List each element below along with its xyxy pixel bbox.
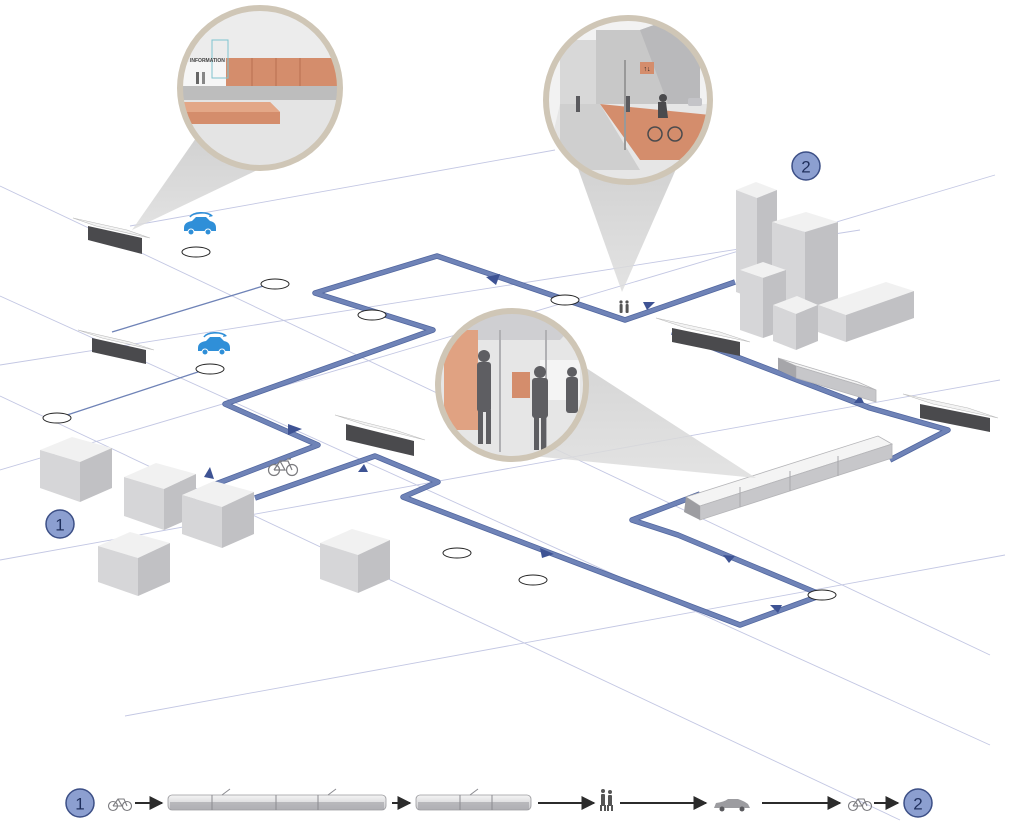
tram-stop-shelter xyxy=(77,329,155,364)
cyclist-figure xyxy=(658,94,668,118)
grid-line xyxy=(0,379,1001,561)
car-share-icon xyxy=(184,212,216,236)
origin-badge: 1 xyxy=(45,509,75,539)
stop-marker xyxy=(357,309,387,321)
stop-marker xyxy=(195,363,225,375)
connector-line xyxy=(57,367,211,419)
journey-sequence-legend: 1 xyxy=(65,788,933,818)
route-arrow xyxy=(770,605,782,613)
legend-start-label: 1 xyxy=(75,795,84,814)
tram-short xyxy=(777,357,877,403)
stop-marker xyxy=(807,589,837,601)
callout-street-bike-lane: ↑↓ xyxy=(543,15,713,292)
stop-marker xyxy=(42,412,72,424)
route-arrow xyxy=(288,424,302,435)
tram-long xyxy=(684,435,893,521)
legend-end-label: 2 xyxy=(913,795,922,814)
building-block xyxy=(98,532,170,596)
svg-text:↑↓: ↑↓ xyxy=(644,66,651,73)
car-icon xyxy=(714,799,750,812)
car-share-icon xyxy=(198,332,230,356)
route-lower-loop-highlight xyxy=(254,454,824,627)
route-arrow xyxy=(643,302,655,310)
long-tram-icon xyxy=(167,788,387,811)
destination-buildings xyxy=(736,182,914,350)
stop-markers xyxy=(42,246,837,601)
building-block xyxy=(320,529,390,593)
grid-line xyxy=(0,295,991,746)
route-arrow xyxy=(854,395,864,403)
route-arrow xyxy=(204,467,214,479)
route-east-branch xyxy=(671,329,951,463)
route-arrow xyxy=(358,464,368,472)
stop-marker xyxy=(442,547,472,559)
short-tram-icon xyxy=(415,788,532,811)
legend-start-badge: 1 xyxy=(65,788,95,818)
tower xyxy=(773,296,818,350)
tram-stops xyxy=(72,217,999,456)
stop-marker xyxy=(181,246,211,258)
tram-stop-shelter xyxy=(655,317,751,356)
walking-pedestrians-icon xyxy=(600,789,613,811)
stop-marker xyxy=(518,574,548,586)
route-east-branch-highlight xyxy=(671,330,950,462)
route-arrow xyxy=(723,555,735,563)
route-direction-arrows xyxy=(204,274,864,613)
grid-line xyxy=(124,554,1006,717)
tram-stop-shelter xyxy=(334,414,426,456)
information-sign: INFORMATION xyxy=(190,58,225,64)
callout-tram-interior xyxy=(435,308,756,478)
tram-stop-shelter xyxy=(902,393,999,432)
origin-badge-label: 1 xyxy=(55,516,64,535)
building-block xyxy=(40,437,112,502)
grid-line xyxy=(0,395,901,821)
route-arrow xyxy=(540,548,554,558)
main-transit-route xyxy=(207,253,951,628)
stop-marker xyxy=(550,294,580,306)
local-connector-lines xyxy=(57,283,271,419)
legend-end-badge: 2 xyxy=(903,788,933,818)
bike-icon xyxy=(847,798,873,812)
route-arrow xyxy=(486,274,500,285)
origin-buildings xyxy=(40,437,390,596)
callout-information-desk: INFORMATION xyxy=(132,5,343,230)
tower xyxy=(818,282,914,342)
bike-icon xyxy=(267,458,299,477)
tram-stop-shelter xyxy=(72,217,151,254)
passenger-figures xyxy=(477,350,578,450)
building-block xyxy=(182,481,254,548)
walking-pedestrians-icon xyxy=(619,300,629,313)
stop-marker xyxy=(260,278,290,290)
destination-badge-label: 2 xyxy=(801,158,810,177)
connector-line xyxy=(111,283,271,333)
destination-badge: 2 xyxy=(791,151,821,181)
bike-icon xyxy=(107,798,133,812)
grid-line xyxy=(0,229,861,366)
